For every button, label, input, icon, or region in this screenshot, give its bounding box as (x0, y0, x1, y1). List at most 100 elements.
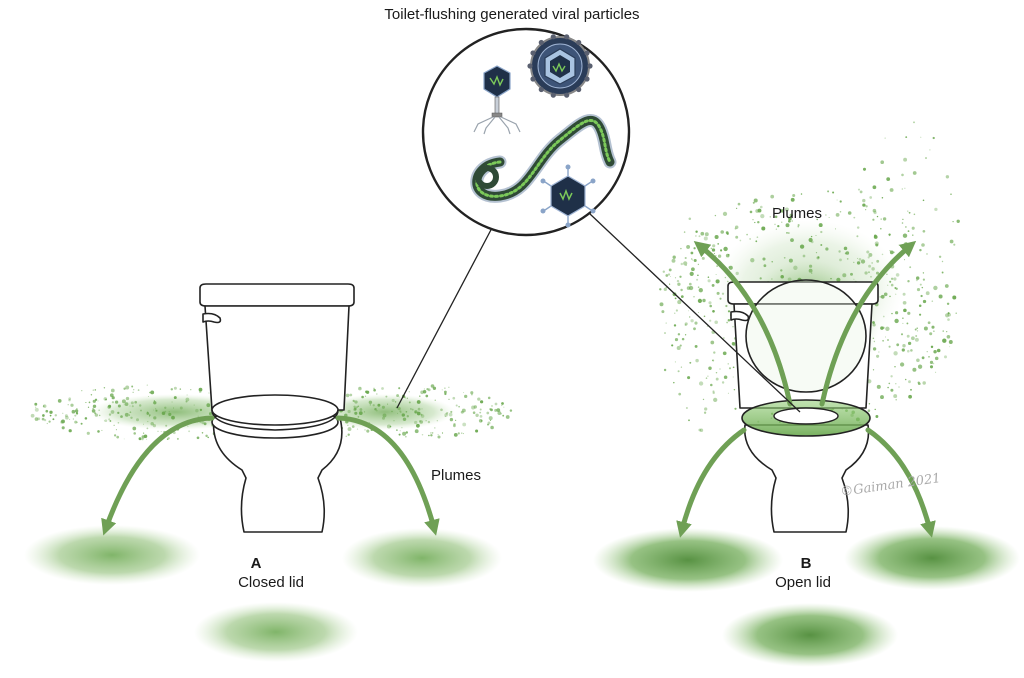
droplet (434, 427, 436, 429)
droplet (862, 198, 866, 203)
droplet (677, 370, 680, 373)
droplet (893, 351, 898, 356)
droplet (80, 422, 83, 425)
droplet (352, 399, 355, 403)
droplet (836, 277, 841, 282)
droplet (414, 420, 418, 425)
droplet (381, 405, 385, 409)
droplet (868, 252, 873, 257)
droplet (811, 272, 813, 274)
droplet (671, 258, 676, 263)
droplet (365, 390, 370, 394)
droplet (688, 419, 690, 422)
droplet (30, 413, 35, 418)
droplet (872, 321, 875, 324)
droplet (953, 243, 956, 246)
droplet (411, 408, 414, 411)
panel-a-caption: Closed lid (238, 574, 304, 591)
droplet (874, 408, 876, 411)
droplet (129, 405, 131, 407)
droplet (452, 396, 456, 400)
droplet (396, 394, 400, 398)
droplet (475, 429, 479, 433)
droplet (208, 392, 210, 394)
droplet (681, 337, 685, 341)
droplet (146, 411, 149, 413)
droplet (905, 136, 908, 139)
droplet (124, 412, 129, 417)
droplet (94, 389, 97, 391)
droplet (759, 205, 763, 209)
droplet (450, 410, 453, 413)
droplet (351, 425, 355, 428)
spike (587, 63, 593, 69)
droplet (46, 422, 48, 425)
droplet (949, 239, 954, 244)
droplet (479, 411, 482, 414)
droplet (916, 288, 921, 292)
droplet (716, 291, 720, 295)
droplet (361, 395, 364, 399)
droplet (448, 398, 450, 400)
droplet (947, 318, 950, 321)
droplet (171, 401, 173, 403)
droplet (477, 397, 481, 401)
droplet (207, 436, 209, 439)
droplet (691, 258, 693, 260)
droplet (895, 383, 897, 385)
droplet (434, 399, 436, 401)
droplet (733, 388, 736, 391)
droplet (930, 345, 934, 349)
droplet (704, 407, 708, 411)
droplet (114, 400, 119, 404)
droplet (385, 395, 388, 398)
droplet (670, 276, 672, 278)
droplet (862, 167, 867, 171)
droplet (810, 235, 813, 238)
droplet (503, 406, 505, 408)
droplet (946, 302, 950, 306)
droplet (488, 416, 493, 421)
plume-arrows-b (676, 240, 936, 538)
droplet (922, 199, 925, 202)
droplet (444, 387, 446, 389)
droplet (345, 435, 348, 438)
droplet (84, 417, 88, 420)
droplet (922, 381, 926, 385)
droplet (759, 277, 762, 280)
droplet (171, 416, 173, 418)
droplet (881, 253, 884, 256)
droplet (698, 381, 704, 386)
plume-arrows-a (101, 415, 440, 536)
droplet (802, 254, 806, 258)
droplet (391, 410, 393, 413)
enveloped-virus-icon (527, 34, 593, 98)
droplet (134, 400, 137, 404)
droplet (913, 121, 915, 124)
droplet (489, 419, 492, 421)
droplet (408, 391, 410, 393)
droplet (430, 434, 433, 437)
droplet (356, 428, 359, 430)
droplet (149, 391, 151, 394)
droplet (903, 308, 907, 313)
icosahedral-virus-icon (540, 164, 596, 228)
droplet (868, 403, 871, 405)
droplet (68, 397, 72, 401)
droplet (727, 363, 729, 365)
droplet (479, 415, 483, 418)
droplet (815, 251, 818, 254)
droplet (457, 432, 460, 435)
droplet (696, 278, 699, 281)
droplet (464, 394, 468, 399)
droplet (711, 359, 713, 361)
droplet (732, 376, 734, 378)
droplet (947, 312, 950, 315)
droplet (936, 348, 941, 353)
droplet (872, 208, 877, 213)
droplet (710, 247, 713, 250)
droplet (674, 361, 676, 363)
droplet (898, 386, 900, 388)
droplet (81, 390, 83, 392)
droplet (98, 409, 100, 411)
